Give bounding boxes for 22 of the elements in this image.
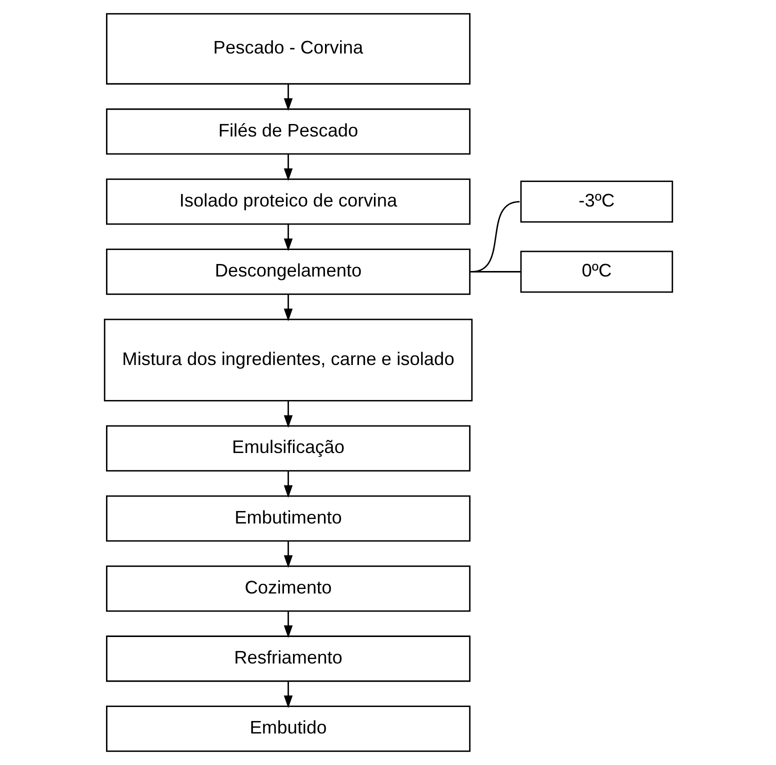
arrow: [283, 611, 292, 638]
node-box: -3ºC: [520, 180, 673, 223]
arrow: [283, 154, 292, 181]
node-box: Embutido: [106, 706, 470, 752]
node-box: Descongelamento: [106, 248, 470, 295]
node-box: Pescado - Corvina: [106, 13, 470, 85]
node-box: Embutimento: [106, 495, 470, 542]
node-box: 0ºC: [520, 250, 673, 293]
node-box: Emulsificação: [106, 425, 470, 472]
arrow: [283, 84, 292, 111]
arrow: [283, 294, 292, 322]
node-box: Isolado proteico de corvina: [106, 178, 470, 225]
arrow: [283, 224, 292, 252]
node-box: Filés de Pescado: [106, 108, 470, 155]
node-box: Mistura dos ingredientes, carne e isolado: [103, 318, 472, 402]
node-box: Resfriamento: [106, 636, 470, 682]
node-box: Cozimento: [106, 565, 470, 612]
arrow: [283, 681, 292, 708]
connector: [469, 271, 520, 272]
arrow: [283, 471, 292, 498]
arrow: [283, 541, 292, 568]
arrow: [283, 400, 292, 428]
